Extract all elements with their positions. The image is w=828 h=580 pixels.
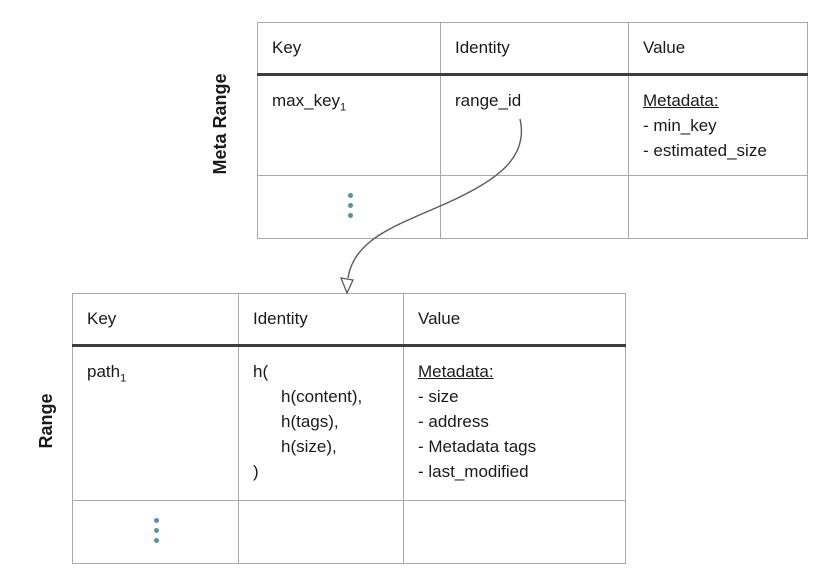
range-value-cell: Metadata: - size - address - Metadata ta… [403, 345, 626, 501]
identity-code-line: h(content), [281, 387, 363, 406]
identity-code-line: h(tags), [281, 412, 339, 431]
range-header-key: Key [72, 293, 239, 347]
meta-range-ellipsis-row [257, 175, 808, 239]
meta-range-table-label: Meta Range [210, 73, 230, 175]
range-header-row: Key Identity Value [72, 293, 626, 347]
metadata-item: - estimated_size [643, 141, 767, 160]
meta-range-identity-cell: range_id [440, 74, 629, 176]
meta-range-key-subscript: 1 [340, 101, 347, 114]
meta-range-empty-cell [440, 175, 629, 239]
meta-range-key-cell: max_key1 [257, 74, 441, 176]
range-empty-cell [403, 500, 626, 564]
metadata-item: - min_key [643, 116, 717, 135]
range-header-identity: Identity [238, 293, 404, 347]
vertical-ellipsis-icon [154, 513, 159, 548]
meta-range-header-key: Key [257, 22, 441, 76]
meta-range-header-value: Value [628, 22, 808, 76]
range-identity-cell: h( h(content), h(tags), h(size), ) [238, 345, 404, 501]
metadata-item: - size [418, 387, 459, 406]
identity-code-line: h( [253, 362, 269, 381]
metadata-item: - address [418, 412, 489, 431]
range-key-text: path [87, 362, 121, 381]
range-key-cell: path1 [72, 345, 239, 501]
range-data-row: path1 h( h(content), h(tags), h(size), )… [72, 345, 626, 501]
vertical-ellipsis-icon [347, 188, 353, 223]
arrow-head-icon [339, 277, 354, 295]
meta-range-value-cell: Metadata: - min_key - estimated_size [628, 74, 808, 176]
range-table: Key Identity Value path1 h( h(content), … [72, 293, 626, 564]
meta-range-empty-cell [628, 175, 808, 239]
metadata-item: - Metadata tags [418, 437, 537, 456]
range-header-value: Value [403, 293, 626, 347]
meta-range-header-row: Key Identity Value [257, 22, 808, 76]
range-ellipsis-cell [72, 500, 239, 564]
range-table-label: Range [36, 393, 56, 449]
metadata-item: - last_modified [418, 462, 529, 481]
range-key-subscript: 1 [120, 372, 127, 385]
identity-code-line: h(size), [281, 437, 337, 456]
meta-range-table: Key Identity Value max_key1 range_id Met… [257, 22, 808, 239]
metadata-heading: Metadata: [418, 362, 494, 381]
range-empty-cell [238, 500, 404, 564]
metadata-heading: Metadata: [643, 91, 719, 110]
meta-range-ellipsis-cell [257, 175, 441, 239]
meta-range-key-text: max_key [272, 91, 341, 110]
meta-range-identity-text: range_id [455, 91, 522, 110]
meta-range-data-row: max_key1 range_id Metadata: - min_key - … [257, 74, 808, 176]
range-ellipsis-row [72, 500, 626, 564]
meta-range-header-identity: Identity [440, 22, 629, 76]
identity-code-line: ) [253, 462, 259, 481]
